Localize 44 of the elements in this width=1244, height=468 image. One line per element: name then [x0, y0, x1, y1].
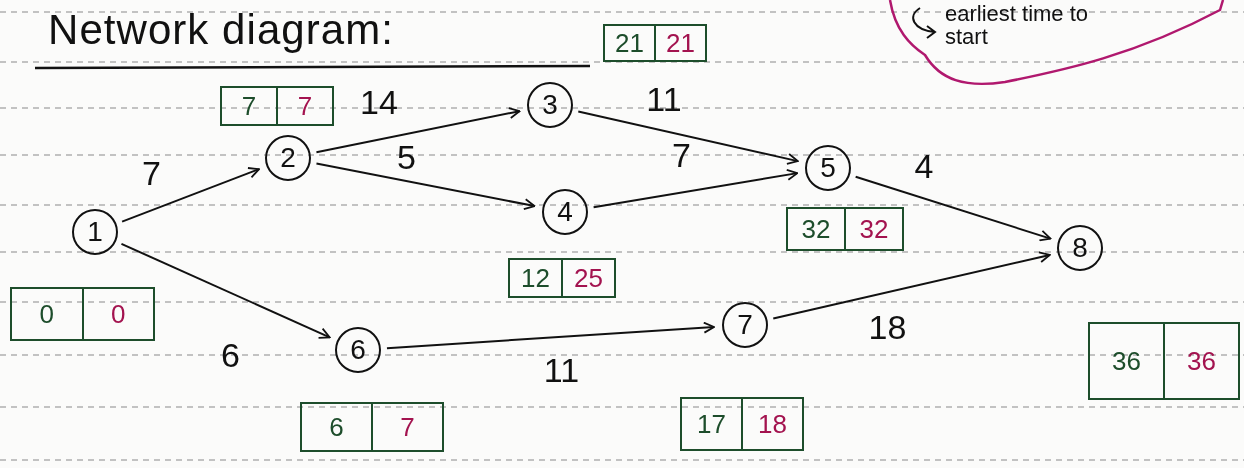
latest-time: 32: [844, 209, 902, 249]
arrow: [854, 175, 1052, 242]
edge-label: 5: [397, 139, 416, 175]
latest-time: 36: [1163, 324, 1238, 398]
arrow: [385, 321, 716, 350]
edge-label: 14: [360, 83, 398, 120]
earliest-time: 32: [800, 212, 832, 246]
edge-label: 11: [543, 351, 580, 388]
arrow: [577, 110, 799, 165]
earliest-time: 6: [328, 410, 345, 444]
time-box: [300, 402, 444, 452]
arrow: [120, 242, 331, 339]
earliest-time: 7: [240, 89, 258, 123]
edge-label: 6: [221, 337, 240, 373]
time-box: [603, 24, 707, 62]
time-box: [1088, 322, 1240, 400]
earliest-time: 36: [1111, 344, 1142, 378]
latest-time: 7: [276, 88, 332, 124]
arrow: [772, 251, 1051, 320]
time-box: [220, 86, 334, 126]
title: Network diagram:: [48, 5, 394, 55]
time-box: [10, 287, 155, 341]
latest-time: 18: [741, 399, 802, 449]
edge-label: 18: [868, 308, 907, 345]
latest-time: 7: [371, 404, 442, 450]
earliest-time: 0: [38, 297, 55, 331]
edge-label: 7: [142, 155, 161, 191]
edge-label: 7: [672, 137, 691, 173]
edge-label: 4: [914, 148, 934, 184]
latest-time: 25: [561, 260, 614, 296]
arrow: [592, 168, 799, 209]
arrow: [121, 167, 261, 223]
latest-time: 21: [654, 26, 705, 60]
earliest-time: 17: [696, 407, 727, 441]
earliest-time: 21: [614, 26, 645, 60]
time-box: [508, 258, 616, 298]
note-text: earliest time to start: [945, 2, 1090, 48]
time-box: [786, 207, 904, 251]
earliest-time: 12: [520, 261, 551, 295]
edge-label: 11: [646, 80, 682, 117]
arrow: [315, 162, 536, 210]
time-box: [680, 397, 804, 451]
arrow: [315, 107, 521, 154]
latest-time: 0: [81, 289, 153, 339]
